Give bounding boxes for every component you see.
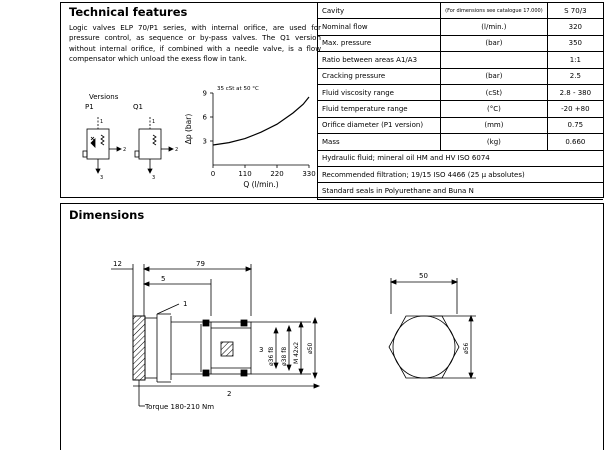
spec-row: Fluid temperature range(°C)-20 +80 [316,100,603,118]
technical-title: Technical features [69,5,188,19]
q1-port-1: 1 [152,119,155,125]
dimensions-title: Dimensions [69,208,145,222]
spec-unit: (kg) [440,133,548,151]
spec-note-row: Recommended filtration; 19/15 ISO 4466 (… [317,165,603,184]
x-axis-label: Q (l/min.) [243,180,278,189]
spec-label: Cavity [316,3,442,20]
y-axis-label: Δp (bar) [184,114,193,145]
p1-port-1: 1 [100,119,103,125]
p1-port-3: 3 [100,175,103,181]
part-3-label: 3 [259,346,263,354]
hex-50-label: 50 [419,272,428,280]
chart-title: 35 cSt at 50 °C [217,86,259,92]
spec-unit: (mm) [440,116,548,135]
spec-table: Cavity(For dimensions see catalogue 17.0… [316,3,603,200]
spec-value: 2.5 [546,67,603,85]
spec-label: Ratio between areas A1/A3 [316,51,442,69]
version-symbols: 1 2 3 1 2 3 [82,117,178,181]
spec-note-row: Standard seals in Polyurethane and Buna … [317,182,603,200]
version-q1-label: Q1 [133,103,143,111]
dim-79-label: 79 [196,260,205,268]
spec-label: Orifice diameter (P1 version) [316,116,442,135]
spec-row: Orifice diameter (P1 version)(mm)0.75 [316,116,603,135]
q1-port-2: 2 [175,147,178,153]
q1-symbol [134,117,174,174]
thread-label: M 42x2 [293,342,300,364]
x-tick-label: 0 [211,170,215,178]
spec-note-row: Hydraulic fluid; mineral oil HM and HV I… [317,149,603,167]
q1-port-3: 3 [152,175,155,181]
dia50-label: ø50 [307,343,314,354]
spec-value: 2.8 - 380 [546,83,603,102]
spec-value: -20 +80 [546,100,603,118]
spec-unit: (cSt) [440,83,548,102]
spec-row: Nominal flow(l/min.)320 [316,18,603,36]
spec-unit: (l/min.) [440,18,548,36]
spec-value: 1:1 [546,51,603,69]
dim-5-label: 5 [161,275,165,283]
spec-row: Ratio between areas A1/A3 1:1 [316,51,603,69]
p1-symbol [82,117,122,174]
dimension-drawing: 12 79 5 1 2 3 ø36 f8 ø38 f8 M 42x2 ø50 T… [111,260,476,411]
dia38-label: ø38 f8 [281,347,288,366]
spec-unit: (bar) [440,67,548,85]
spec-row: Cavity(For dimensions see catalogue 17.0… [316,3,603,20]
y-tick-label: 9 [203,90,207,98]
spec-label: Fluid temperature range [316,100,442,118]
technical-features-panel: Technical features Logic valves ELP 70/P… [60,2,604,200]
spec-row: Cracking pressure(bar)2.5 [316,67,603,85]
dia36-label: ø36 f8 [268,347,275,366]
spec-label: Fluid viscosity range [316,83,442,102]
spec-unit: (For dimensions see catalogue 17.000) [440,3,548,20]
dia56-label: ø56 [463,343,470,354]
p1-port-2: 2 [123,147,126,153]
y-tick-label: 3 [203,138,207,146]
spec-note: Standard seals in Polyurethane and Buna … [317,182,603,200]
pressure-flow-chart: 0 110 220 330 3 6 9 35 cSt at 50 °C Q (l/min.) Δp… [184,86,316,189]
spec-label: Nominal flow [316,18,442,36]
x-tick-label: 330 [302,170,315,178]
spec-label: Max. pressure [316,34,442,53]
versions-label: Versions [89,93,119,101]
spec-row: Fluid viscosity range(cSt)2.8 - 380 [316,83,603,102]
spec-value: S 70/3 [546,3,603,20]
part-2-label: 2 [227,390,231,398]
dim-12-label: 12 [113,260,122,268]
spec-row: Max. pressure(bar)350 [316,34,603,53]
spec-label: Mass [316,133,442,151]
spec-note: Recommended filtration; 19/15 ISO 4466 (… [317,165,603,184]
spec-row: Mass(kg)0.660 [316,133,603,151]
y-tick-label: 6 [203,114,208,122]
spec-value: 350 [546,34,603,53]
pressure-curve [212,96,310,146]
spec-unit: (bar) [440,34,548,53]
spec-unit: (°C) [440,100,548,118]
spec-label: Cracking pressure [316,67,442,85]
spec-note: Hydraulic fluid; mineral oil HM and HV I… [317,149,603,167]
spec-unit [440,51,548,69]
technical-description: Logic valves ELP 70/P1 series, with inte… [69,23,321,64]
x-tick-label: 220 [270,170,283,178]
x-tick-label: 110 [238,170,251,178]
torque-label: Torque 180-210 Nm [144,403,214,411]
spec-value: 0.75 [546,116,603,135]
dimensions-panel: Dimensions [60,203,604,450]
spec-value: 320 [546,18,603,36]
part-1-label: 1 [183,300,187,308]
spec-value: 0.660 [546,133,603,151]
version-p1-label: P1 [85,103,94,111]
